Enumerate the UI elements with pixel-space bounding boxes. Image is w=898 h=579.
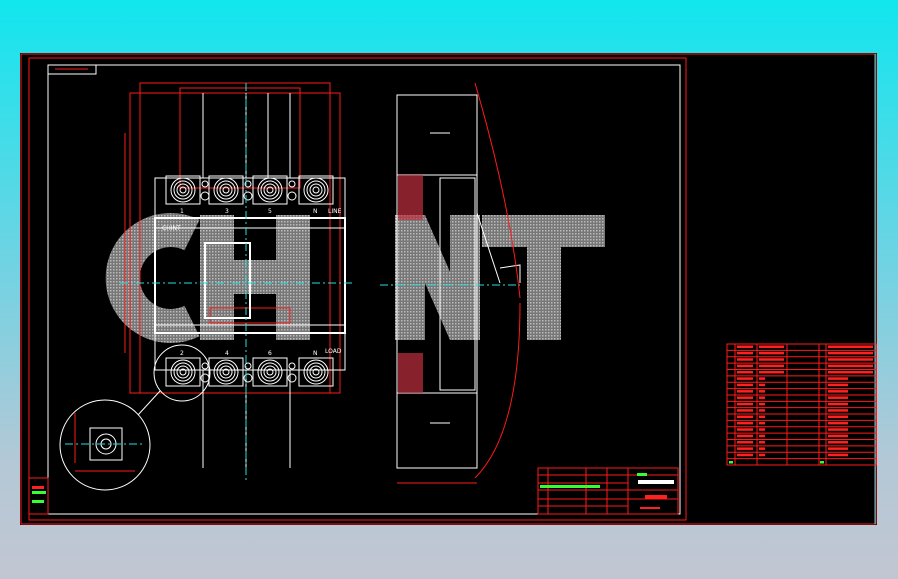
terminal: [298, 357, 334, 387]
cad-drawing: CHINT LINE LOAD 1 3 5 N 2 4 6 N: [20, 53, 877, 525]
terminal: [208, 357, 244, 387]
terminal-label: 4: [225, 350, 229, 357]
line-label: LINE: [328, 208, 342, 215]
drawing-frame-inner: [47, 64, 681, 515]
terminal-label: N: [313, 208, 318, 215]
brand-plate: CHINT: [162, 225, 181, 232]
terminal-label: 1: [180, 208, 184, 215]
drawing-number-box: [47, 64, 97, 75]
terminal-label: N: [313, 350, 318, 357]
terminal: [252, 175, 288, 205]
terminal: [165, 357, 201, 387]
watermark-logo: [105, 213, 605, 343]
sheet-border: [20, 53, 877, 525]
detail-view: [59, 344, 211, 491]
terminal: [298, 175, 334, 205]
title-block: [537, 467, 679, 515]
parts-list-table: [726, 343, 877, 466]
drawing-frame-outer: [28, 57, 687, 521]
terminal: [165, 175, 201, 205]
load-label: LOAD: [325, 348, 342, 355]
terminal-label: 6: [268, 350, 272, 357]
cad-drawing-canvas[interactable]: CHINT LINE LOAD 1 3 5 N 2 4 6 N: [20, 53, 877, 525]
side-view: [380, 82, 521, 484]
terminal: [208, 175, 244, 205]
front-view: CHINT LINE LOAD 1 3 5 N 2 4 6 N: [120, 82, 355, 483]
terminal-label: 2: [180, 350, 184, 357]
terminal-label: 5: [268, 208, 272, 215]
terminal-label: 3: [225, 208, 229, 215]
terminal: [252, 357, 288, 387]
